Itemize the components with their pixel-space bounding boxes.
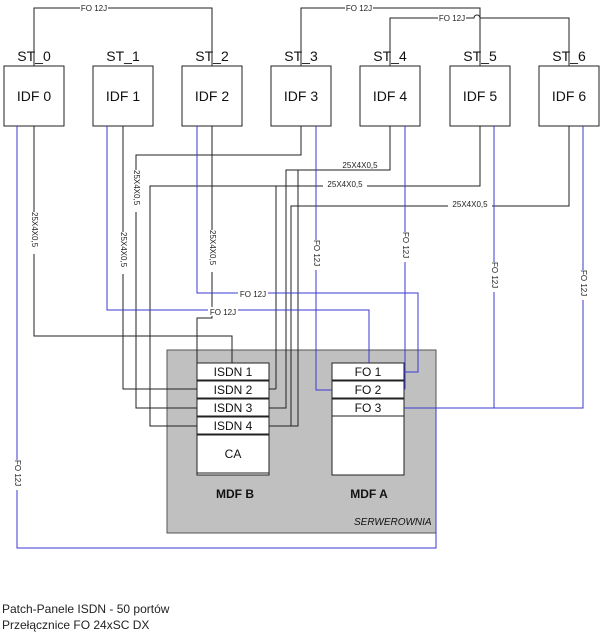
idf-3-label: IDF 3 xyxy=(284,88,318,104)
idf-0-label: IDF 0 xyxy=(17,88,51,104)
fiber-idf3-fo2 xyxy=(315,126,332,391)
fiber-idf5-label: FO 12J xyxy=(490,262,499,288)
server-room-label: SERWEROWNIA xyxy=(354,517,432,528)
idf-2-box xyxy=(181,65,243,127)
copper-idf0-label: 25X4X0,5 xyxy=(30,212,39,248)
idf-0-box xyxy=(3,65,65,127)
copper-idf1-b-label: 25X4X0,5 xyxy=(119,232,128,268)
fo-link-st0-st2-label: FO 12J xyxy=(81,4,107,13)
fiber-idf4-label: FO 12J xyxy=(401,232,410,258)
fiber-idf6-label: FO 12J xyxy=(579,270,588,296)
copper-idf3-isdn3 xyxy=(135,126,302,409)
mdf-a-panel-1-label: FO 1 xyxy=(355,365,382,379)
fiber-idf6-fo3 xyxy=(436,126,584,409)
legend-fo: Przełącznice FO 24xSC DX xyxy=(2,618,150,632)
copper-idf4-label: 25X4X0,5 xyxy=(342,161,378,170)
fiber-idf2-fo1 xyxy=(196,126,419,373)
fo-link-st4-st6 xyxy=(389,14,570,66)
idf-5-label: IDF 5 xyxy=(463,88,497,104)
idf-4-box xyxy=(359,65,421,127)
fiber-idf2-label: FO 12J xyxy=(240,290,266,299)
copper-idf0-isdn1 xyxy=(33,126,233,363)
copper-idf1-isdn2 xyxy=(122,126,197,390)
copper-idf2-label: 25X4X0,5 xyxy=(208,230,217,266)
mdf-a-title: MDF A xyxy=(350,487,388,501)
idf-6-label: IDF 6 xyxy=(552,88,586,104)
idf-4-label: IDF 4 xyxy=(373,88,407,104)
fo-link-st0-st2 xyxy=(33,7,213,66)
fiber-idf0-label: FO 12J xyxy=(13,460,22,486)
mdf-b-title: MDF B xyxy=(216,487,254,501)
copper-idf5-label: 25X4X0,5 xyxy=(327,180,363,189)
fo-link-st4-st6-label: FO 12J xyxy=(439,14,465,23)
copper-idf1-label: 25X4X0,5 xyxy=(132,170,141,206)
idf-3-box xyxy=(270,65,332,127)
idf-1-label: IDF 1 xyxy=(106,88,140,104)
fiber-idf3-label: FO 12J xyxy=(312,240,321,266)
copper-idf4-isdn3 xyxy=(269,126,391,409)
station-1-label: ST_1 xyxy=(106,48,140,64)
legend-isdn: Patch-Panele ISDN - 50 portów xyxy=(2,602,170,616)
mdf-a-panel-3-label: FO 3 xyxy=(355,401,382,415)
copper-idf6-label: 25X4X0,5 xyxy=(452,200,488,209)
copper-idf5-isdn4 xyxy=(149,126,481,427)
copper-isdn4-riser xyxy=(269,170,299,427)
fiber-idf1-fo1 xyxy=(106,126,370,363)
mdf-a-panel-2-label: FO 2 xyxy=(355,383,382,397)
mdf-b-ca-label: CA xyxy=(225,447,242,461)
mdf-b-panel-3-label: ISDN 3 xyxy=(214,401,253,415)
mdf-b-panel-1 xyxy=(196,362,270,381)
idf-2-label: IDF 2 xyxy=(195,88,229,104)
mdf-b-ca xyxy=(196,434,270,474)
fiber-idf4-fo2 xyxy=(404,126,406,390)
fiber-idf1-label: FO 12J xyxy=(210,308,236,317)
fo-link-st3-st5 xyxy=(300,7,481,66)
mdf-b-panel-2-label: ISDN 2 xyxy=(214,383,253,397)
mdf-b-panel-4-label: ISDN 4 xyxy=(214,419,253,433)
fo-link-st3-st5-label: FO 12J xyxy=(346,4,372,13)
mdf-b-panel-1-label: ISDN 1 xyxy=(214,365,253,379)
copper-idf2-isdn1 xyxy=(196,126,213,363)
